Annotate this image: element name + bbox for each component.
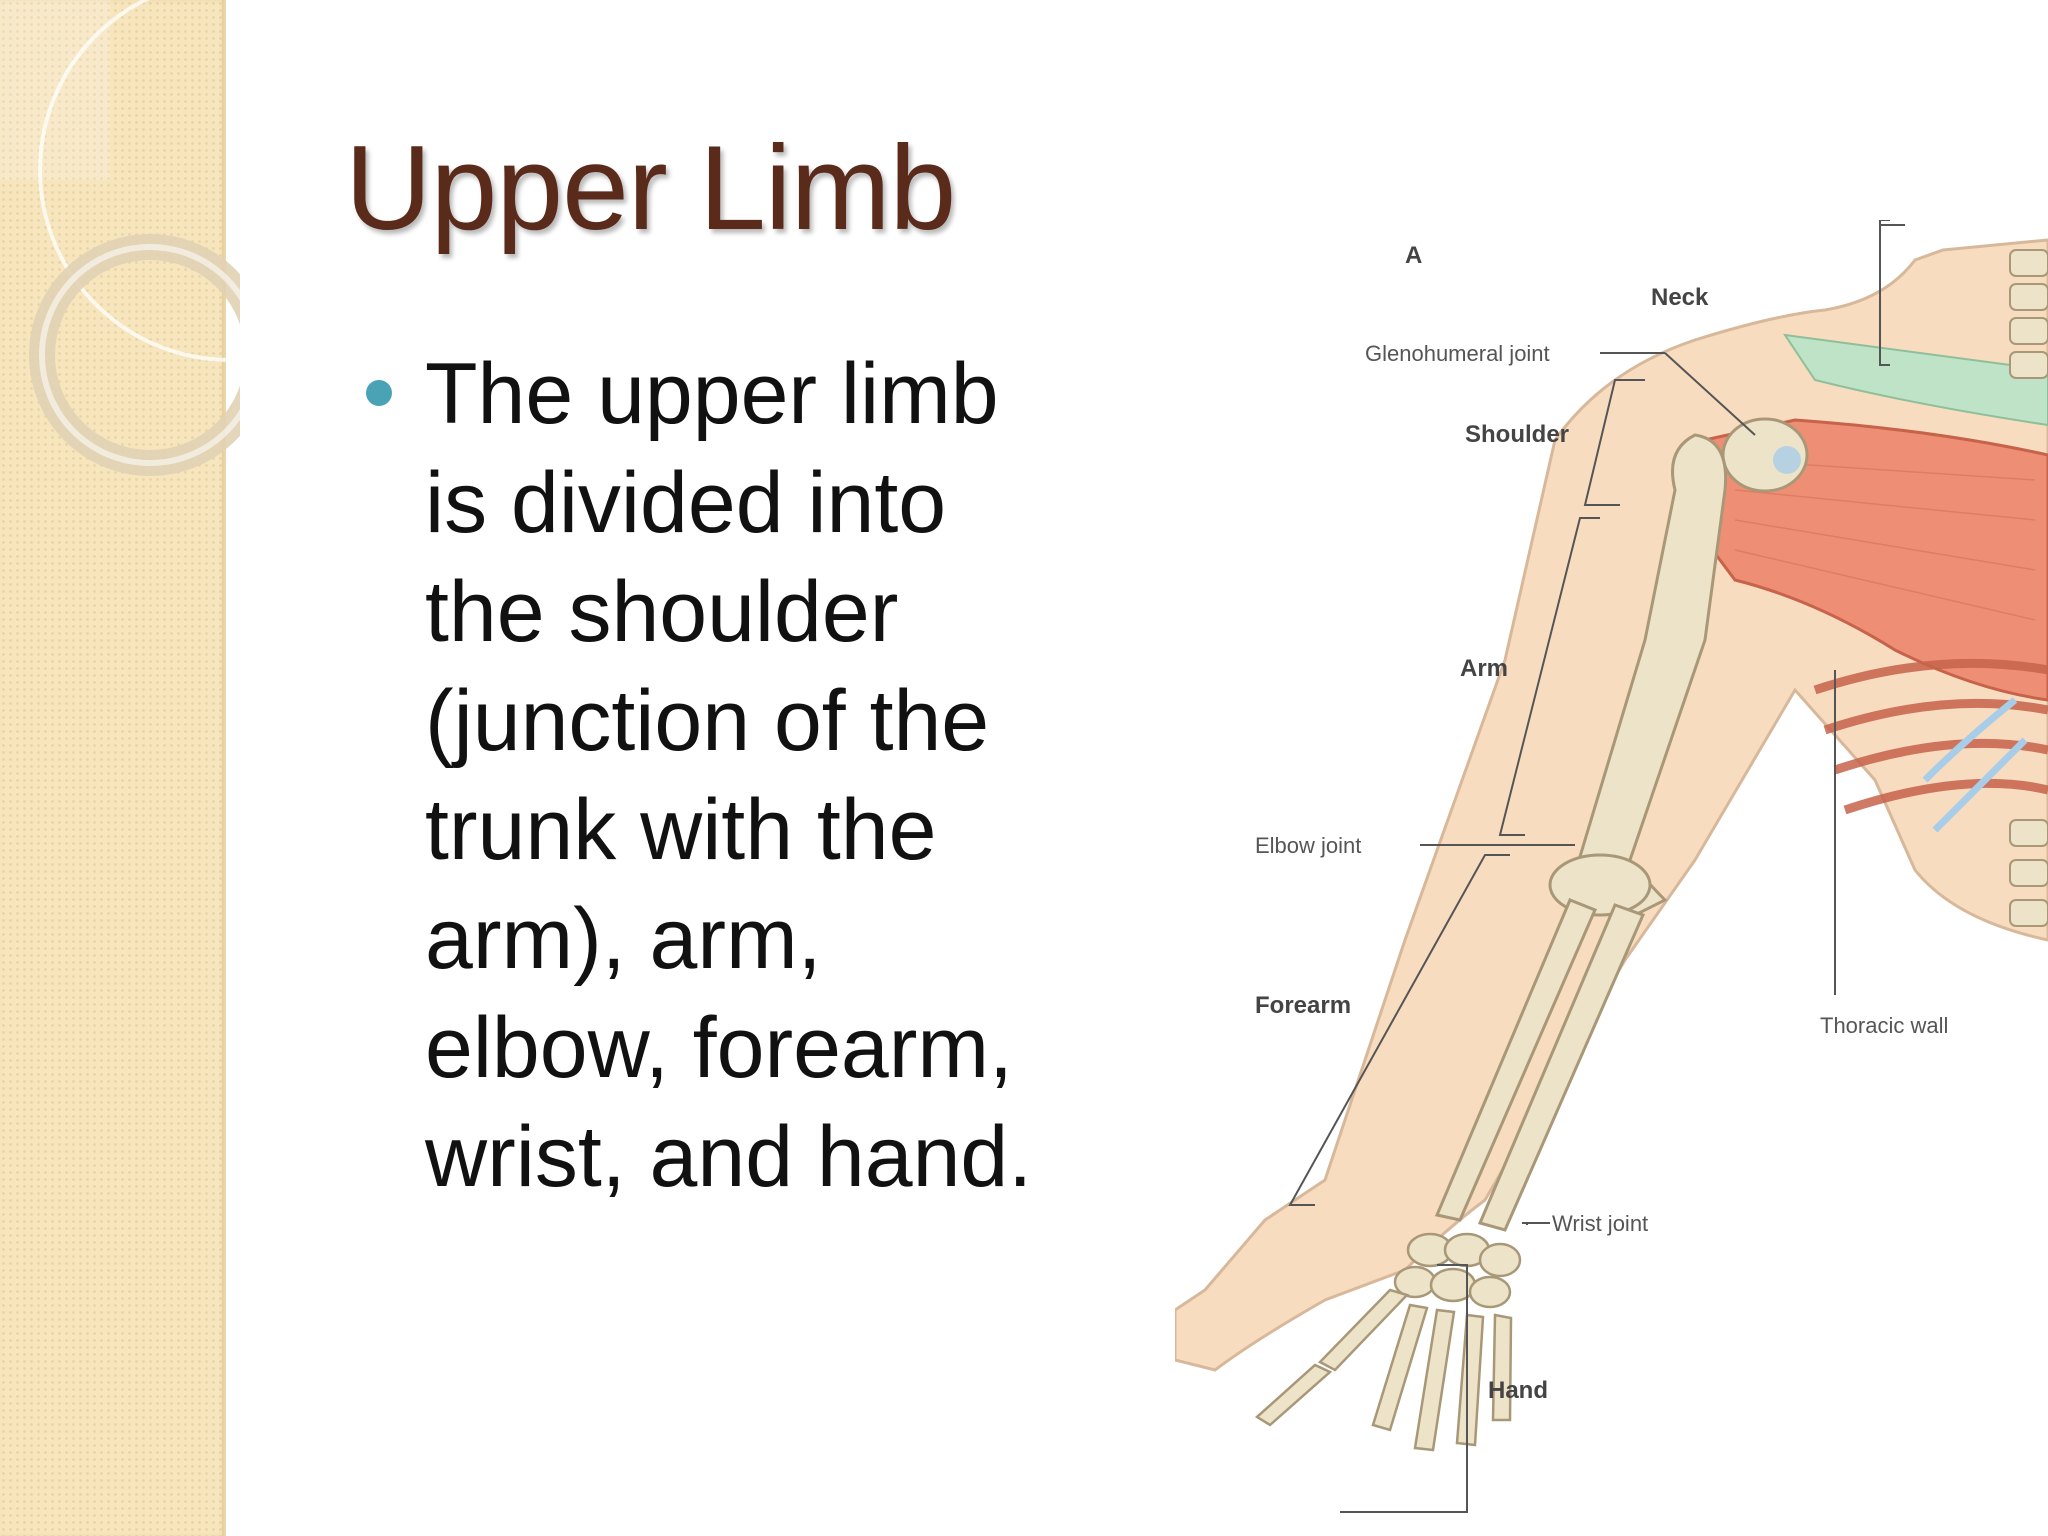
label-hand: Hand [1488, 1377, 1548, 1404]
elbow-bone [1548, 853, 1652, 917]
panel-letter: A [1405, 242, 1422, 269]
label-arm: Arm [1460, 655, 1508, 682]
label-brackets [1288, 220, 1905, 1513]
clavicle-region [1782, 333, 2048, 427]
label-thoracic-wall: Thoracic wall [1820, 1013, 1948, 1038]
decorative-rings [0, 0, 240, 476]
label-neck: Neck [1651, 284, 1709, 311]
label-shoulder: Shoulder [1465, 421, 1569, 448]
ulna [1434, 898, 1597, 1222]
slide-title: Upper Limb [345, 121, 956, 255]
pectoral-muscle [1703, 418, 2048, 702]
upper-limb-diagram: A Neck Glenohumeral joint Shoulder Arm E… [1175, 220, 2048, 1513]
humerus [1568, 433, 1728, 922]
radius [1477, 903, 1646, 1232]
spine [2009, 249, 2048, 927]
bullet-icon [366, 380, 392, 406]
carpal-bones [1393, 1232, 1522, 1309]
side-band-edge [222, 0, 226, 1536]
finger-bones [1254, 1288, 1513, 1452]
bullet-text: The upper limb is divided into the shoul… [425, 346, 1033, 1205]
label-wrist-joint: Wrist joint [1552, 1211, 1648, 1236]
label-forearm: Forearm [1255, 992, 1351, 1019]
label-elbow-joint: Elbow joint [1255, 833, 1361, 858]
rib-cage [1813, 658, 2048, 815]
label-glenohumeral-joint: Glenohumeral joint [1365, 341, 1550, 366]
